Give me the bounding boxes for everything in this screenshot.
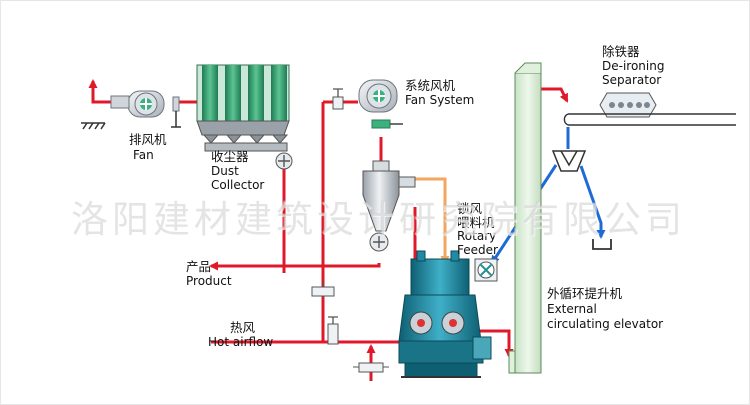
dust-collector-label-en-1: Dust (211, 164, 239, 178)
exhaust-fan-label-cn: 排风机 (129, 132, 167, 147)
material-splitter (551, 150, 587, 172)
system-fan (358, 79, 403, 129)
cyclone-separator (362, 160, 416, 252)
exhaust-fan-label-en: Fan (133, 148, 154, 162)
dust-collector-label-en-2: Collector (211, 178, 265, 192)
hot-air-label-cn: 热风 (230, 320, 256, 335)
bottom-inlet-valve (353, 362, 389, 373)
rotary-feeder-label-en-1: Rotary (457, 229, 497, 243)
elevator-top-line (541, 87, 569, 103)
vertical-mill (398, 250, 492, 378)
rotary-feeder-label-en-2: Feeder (457, 243, 498, 257)
elevator-label-cn: 外循环提升机 (547, 286, 623, 301)
product-label-en: Product (186, 274, 232, 288)
rotary-feeder (474, 258, 498, 282)
bucket-elevator (508, 62, 542, 374)
rotary-feeder-label-cn-1: 锁风 (457, 201, 483, 216)
product-line (209, 261, 381, 271)
deironing-label-cn: 除铁器 (602, 44, 640, 59)
airflow-lines (88, 79, 569, 381)
product-valve (311, 281, 335, 297)
deironing-label-en-2: Separator (602, 73, 662, 87)
hot-air-valve (327, 316, 339, 345)
rotary-feeder-label-cn-2: 喂料机 (457, 215, 495, 230)
deironing-separator (599, 92, 657, 118)
elevator-label-en-1: External (547, 302, 597, 316)
watermark-text: 洛阳建材建筑设计研究院有限公司 (71, 198, 686, 241)
exhaust-fan (110, 90, 181, 128)
fan-system-label-cn: 系统风机 (405, 78, 456, 93)
conveyor-belt (563, 113, 736, 126)
fan-system-label-en: Fan System (405, 93, 475, 107)
mill-discharge-line (479, 329, 514, 358)
fan-valve (332, 88, 344, 110)
dust-collector (196, 64, 293, 170)
deironing-label-en-1: De-ironing (602, 59, 665, 73)
hot-air-label-en: Hot airflow (208, 335, 274, 349)
product-label-cn: 产品 (186, 259, 212, 274)
dust-collector-label-cn: 收尘器 (211, 149, 249, 164)
ground-symbol (81, 122, 106, 130)
elevator-label-en-2: circulating elevator (547, 317, 664, 331)
reject-bin (592, 239, 612, 250)
splitter-right-line (579, 165, 606, 239)
